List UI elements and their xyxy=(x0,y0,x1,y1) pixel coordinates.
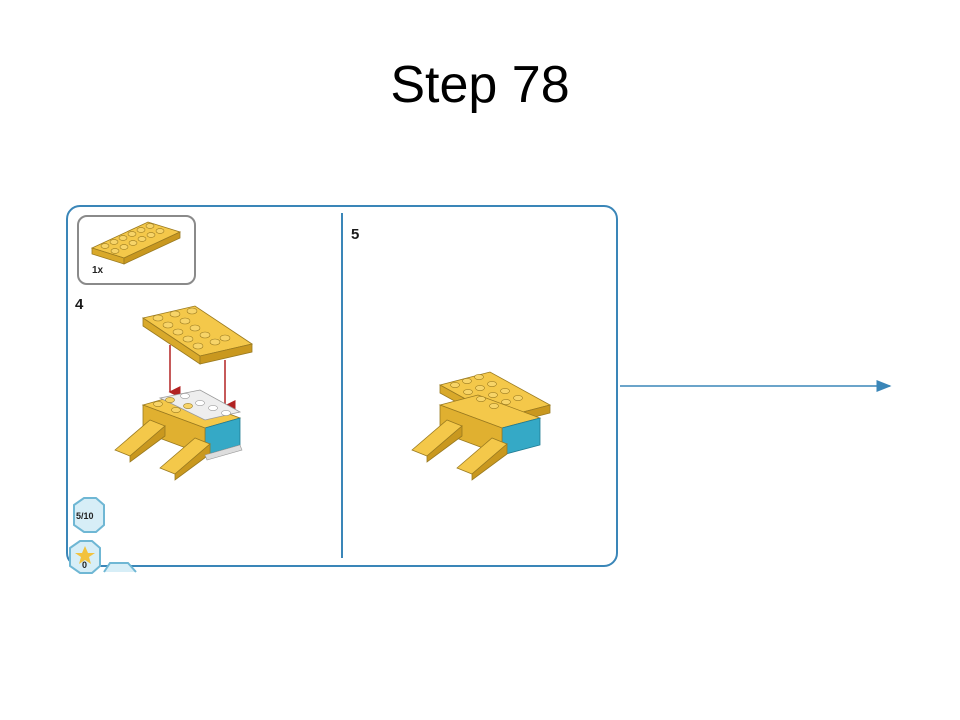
panel-divider xyxy=(341,213,343,558)
instruction-panel xyxy=(66,205,618,567)
partial-hex-icon xyxy=(103,562,137,573)
star-badge-label: 0 xyxy=(82,560,88,570)
star-hex-icon xyxy=(69,540,101,574)
step-number-5: 5 xyxy=(351,226,360,243)
step4-floating-plate xyxy=(142,305,253,365)
progress-hex-icon xyxy=(73,497,105,533)
step4-base-assembly xyxy=(114,389,243,481)
parts-plate-icon xyxy=(90,221,182,265)
parts-quantity: 1x xyxy=(92,265,104,276)
progress-badge-label: 5/10 xyxy=(76,511,94,521)
step-number-4: 4 xyxy=(75,296,84,313)
step5-assembly xyxy=(411,371,552,481)
slide-title: Step 78 xyxy=(390,56,570,114)
